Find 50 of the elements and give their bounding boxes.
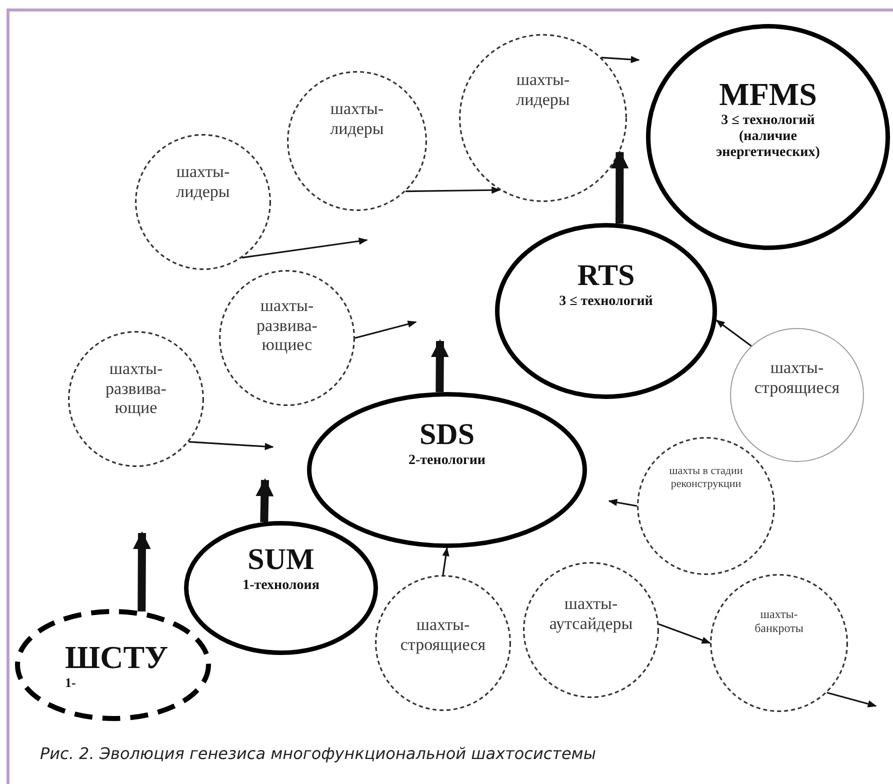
node-subtitle: 1- — [65, 676, 77, 691]
node-label: шахты- строящиеся — [400, 615, 486, 654]
dashed-circle-node — [375, 575, 511, 711]
thick-arrow — [132, 531, 151, 612]
node-label: шахты- развива- ющие — [106, 359, 166, 418]
node-subtitle: 2-тенологии — [408, 452, 486, 469]
ellipse-node — [307, 392, 587, 548]
node-subtitle: 1-технолоия — [242, 578, 320, 594]
dashed-circle-node — [68, 331, 204, 467]
node-subtitle: 3 ≤ технологий (наличие энергетических) — [715, 112, 821, 162]
thick-arrow — [256, 478, 274, 522]
thick-arrow — [610, 150, 629, 224]
ellipse-node — [184, 521, 378, 655]
node-label: шахты- лидеры — [330, 99, 384, 138]
arrow — [716, 320, 752, 347]
node-subtitle: 3 ≤ технологий — [558, 294, 654, 310]
dashed-circle-node — [710, 574, 848, 712]
node-label: шахты- аутсайдеры — [549, 594, 633, 634]
arrow — [601, 56, 640, 64]
dashed-circle-node — [637, 437, 775, 575]
arrow — [826, 692, 877, 708]
ellipse-node — [646, 24, 890, 250]
arrow — [406, 186, 501, 194]
node-label: шахты- лидеры — [176, 162, 230, 202]
dashed-circle-node — [287, 71, 427, 211]
arrow — [188, 441, 274, 450]
node-label: шахты- строящиеся — [754, 358, 840, 398]
node-label: шахты- развива- ющиес — [256, 296, 318, 355]
dashed-ellipse-node — [15, 609, 211, 721]
arrow — [242, 238, 368, 258]
node-label: шахты в стадии реконструкции — [668, 465, 744, 490]
node-title: RTS — [577, 259, 635, 294]
dashed-circle-node — [459, 34, 627, 202]
arrow — [354, 320, 417, 339]
arrow — [442, 547, 450, 576]
arrow — [608, 498, 638, 507]
thick-arrow — [430, 339, 449, 392]
dashed-circle-node — [219, 270, 355, 406]
circle-node — [730, 328, 864, 462]
figure-caption: Рис. 2. Эволюция генезиса многофункциональной шахтосистемы — [40, 744, 596, 763]
node-title: SDS — [419, 418, 475, 452]
node-label: шахты- лидеры — [516, 70, 570, 110]
node-title: SUM — [248, 543, 314, 578]
dashed-circle-node — [523, 562, 659, 698]
dashed-circle-node — [135, 134, 271, 270]
ellipse-node — [495, 223, 717, 399]
node-title: ШСТУ — [65, 639, 168, 676]
arrow — [658, 623, 711, 644]
node-label: шахты- банкроты — [754, 608, 804, 636]
node-title: MFMS — [719, 76, 817, 113]
